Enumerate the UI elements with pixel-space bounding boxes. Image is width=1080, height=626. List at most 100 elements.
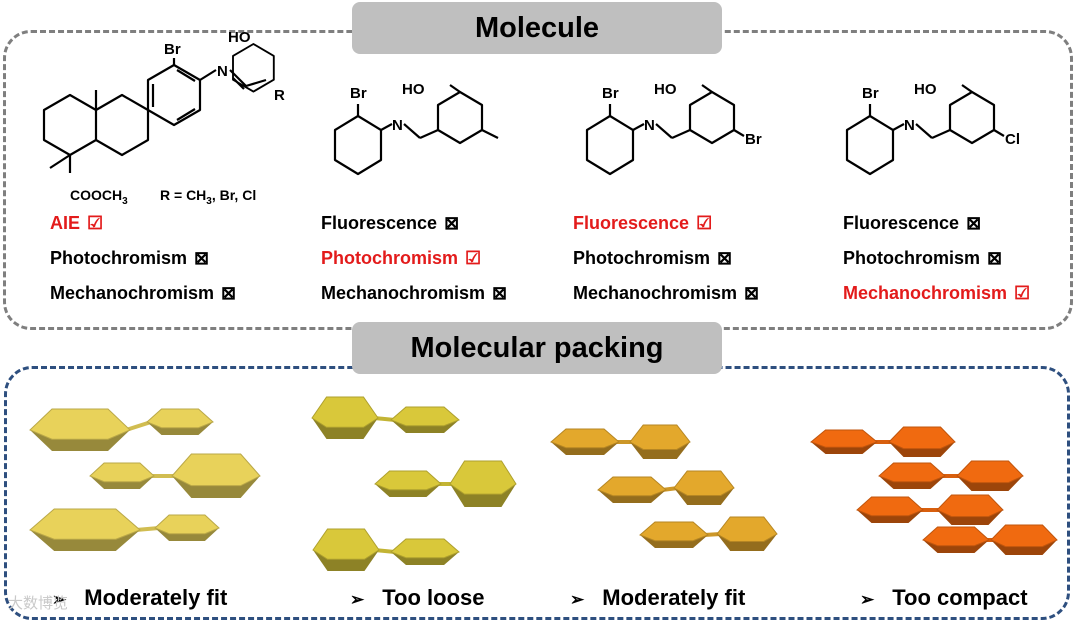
- mol1-rdef-tail: , Br, Cl: [212, 187, 256, 203]
- caption-3: ➢Moderately fit: [570, 585, 746, 610]
- hexagon-slab: [878, 462, 946, 489]
- structure-3: Br HO N Br: [585, 81, 762, 176]
- watermark: 大数博览: [8, 595, 69, 612]
- packing-illustration-2: [311, 396, 517, 571]
- property-row: Mechanochromism⊠: [50, 281, 236, 316]
- hexagon-slab: [311, 396, 379, 439]
- mol1-r: R: [274, 87, 285, 104]
- caption-2: ➢Too loose: [350, 585, 485, 610]
- property-label: Photochromism: [321, 248, 459, 268]
- property-label: Photochromism: [843, 248, 981, 268]
- packing-illustration-4: [810, 426, 1058, 555]
- mol3-n: N: [644, 117, 655, 134]
- property-label: Photochromism: [573, 248, 711, 268]
- hexagon-slab: [597, 476, 667, 503]
- mol3-br: Br: [602, 85, 619, 102]
- hexagon-slab: [29, 508, 141, 551]
- property-label: Fluorescence: [321, 213, 438, 233]
- properties-3: Fluorescence ☑ Photochromism ⊠ Mechanochro…: [573, 211, 759, 316]
- hexagon-slab: [629, 424, 691, 459]
- mol1-br: Br: [164, 41, 181, 58]
- mol1-ester-sub: 3: [122, 196, 128, 207]
- property-row: Photochromism ⊠: [843, 246, 1030, 281]
- checkbox-icon: ⊠: [221, 283, 237, 303]
- hexagon-slab: [449, 460, 517, 507]
- hexagon-slab: [550, 428, 620, 455]
- hexagon-slab: [922, 526, 990, 553]
- property-label: Mechanochromism: [843, 283, 1008, 303]
- caption-1: ➢Moderately fit: [52, 585, 228, 610]
- property-label: AIE: [50, 213, 81, 233]
- mol2-br: Br: [350, 85, 367, 102]
- mol1-ester: COOCH: [70, 187, 122, 203]
- hexagon-slab: [154, 514, 220, 541]
- hexagon-slab: [146, 408, 214, 435]
- property-row: Fluorescence ⊠: [843, 211, 1030, 246]
- property-row: Photochromism ⊠: [573, 246, 759, 281]
- hexagon-slab: [936, 494, 1004, 525]
- packing-illustration-3: [550, 424, 778, 551]
- mol4-n: N: [904, 117, 915, 134]
- checkbox-icon: ⊠: [987, 248, 1003, 268]
- hexagon-slab: [956, 460, 1024, 491]
- checkbox-icon: ☑: [87, 213, 104, 233]
- structure-1: Br HO N R COOCH3 R = CH3, Br, Cl: [42, 29, 285, 207]
- properties-2: Fluorescence ⊠ Photochromism ☑ Mechanochro…: [321, 211, 507, 316]
- mol1-rdef: R = CH: [160, 187, 206, 203]
- property-label: Photochromism: [50, 248, 188, 268]
- svg-text:R = CH3, Br, Cl: R = CH3, Br, Cl: [160, 187, 256, 207]
- checkbox-icon: ⊠: [492, 283, 508, 303]
- mol4-oh: HO: [914, 81, 937, 98]
- property-row: Photochromism ⊠: [50, 246, 236, 281]
- mol2-n: N: [392, 117, 403, 134]
- checkbox-icon: ⊠: [744, 283, 760, 303]
- hexagon-slab: [374, 470, 442, 497]
- structure-4: Br HO N Cl: [845, 81, 1020, 176]
- mol2-oh: HO: [402, 81, 425, 98]
- packing-banner: Molecular packing: [352, 322, 722, 374]
- arrow-bullet-icon: ➢: [570, 590, 585, 609]
- hexagon-slab: [673, 470, 735, 505]
- checkbox-icon: ⊠: [444, 213, 460, 233]
- property-label: Fluorescence: [843, 213, 960, 233]
- molecule-banner: Molecule: [352, 2, 722, 54]
- properties-1: AIE ☑ Photochromism ⊠ Mechanochromism⊠: [50, 211, 236, 316]
- checkbox-icon: ☑: [1014, 283, 1031, 303]
- hexagon-slab: [716, 516, 778, 551]
- property-row: Mechanochromism ⊠: [573, 281, 759, 316]
- hexagon-slab: [888, 426, 956, 457]
- hexagon-slab: [390, 406, 460, 433]
- arrow-bullet-icon: ➢: [350, 590, 365, 609]
- property-label: Mechanochromism: [321, 283, 486, 303]
- mol4-sub: Cl: [1005, 131, 1020, 148]
- caption-4: ➢Too compact: [860, 585, 1028, 610]
- checkbox-icon: ⊠: [966, 213, 982, 233]
- structure-2: Br HO N: [333, 81, 499, 176]
- checkbox-icon: ⊠: [717, 248, 733, 268]
- arrow-bullet-icon: ➢: [860, 590, 875, 609]
- checkbox-icon: ☑: [696, 213, 713, 233]
- properties-4: Fluorescence ⊠ Photochromism ⊠ Mechanochro…: [843, 211, 1030, 316]
- hexagon-slab: [390, 538, 460, 565]
- hexagon-slab: [639, 521, 709, 548]
- checkbox-icon: ☑: [465, 248, 482, 268]
- hexagon-slab: [810, 429, 878, 454]
- property-row: Fluorescence ⊠: [321, 211, 507, 246]
- property-label: Fluorescence: [573, 213, 690, 233]
- property-row: Fluorescence ☑: [573, 211, 759, 246]
- mol1-oh: HO: [228, 29, 251, 46]
- property-label: Mechanochromism: [573, 283, 738, 303]
- svg-text:COOCH3: COOCH3: [70, 187, 128, 207]
- hexagon-slab: [312, 528, 380, 571]
- hexagon-slab: [89, 462, 155, 489]
- hexagon-slab: [990, 524, 1058, 555]
- mol4-br: Br: [862, 85, 879, 102]
- hexagon-slab: [856, 496, 924, 523]
- mol3-oh: HO: [654, 81, 677, 98]
- linker-bond: [125, 420, 152, 432]
- checkbox-icon: ⊠: [194, 248, 210, 268]
- property-row: Mechanochromism ⊠: [321, 281, 507, 316]
- arrow-bullet-icon: ➢: [52, 590, 67, 609]
- packing-illustration-1: [29, 408, 261, 551]
- property-row: Mechanochromism ☑: [843, 281, 1030, 316]
